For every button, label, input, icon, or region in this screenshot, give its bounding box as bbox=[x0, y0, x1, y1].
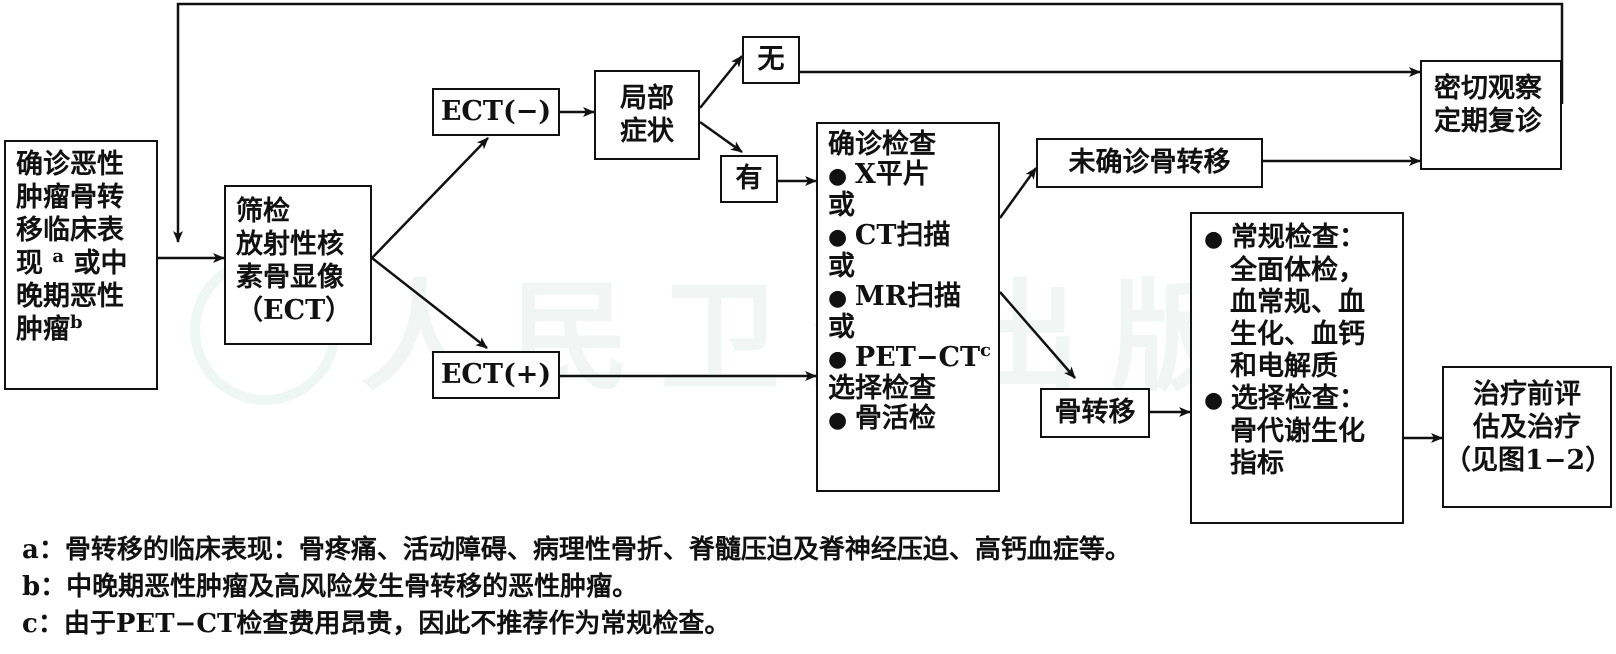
confirm-optional: 选择检查 bbox=[828, 373, 936, 404]
routine-tests-box: 常规检查： 全面体检， 血常规、血 生化、血钙 和电解质 选择检查： 骨代谢生化… bbox=[1190, 212, 1404, 524]
diagnosis-box: 确诊恶性 肿瘤骨转 移临床表 现 a 或中 晚期恶性 肿瘤b bbox=[4, 140, 158, 390]
confirm-tests-box: 确诊检查 X平片 或 CT扫描 或 MR扫描 或 PET−CTc 选择检查 骨活… bbox=[816, 122, 1000, 492]
footnote-a: a：骨转移的临床表现：骨疼痛、活动障碍、病理性骨折、脊髓压迫及脊神经压迫、高钙血… bbox=[22, 535, 1131, 565]
bone-metastasis-label: 骨转移 bbox=[1054, 397, 1136, 428]
treatment-box: 治疗前评 估及治疗 （见图1−2） bbox=[1442, 366, 1612, 508]
routine-head: 常规检查： bbox=[1204, 222, 1402, 255]
routine-line: 和电解质 bbox=[1230, 351, 1338, 382]
optional-line: 指标 bbox=[1230, 448, 1284, 479]
arrow-symptom-to-present bbox=[699, 120, 743, 154]
confirm-xray: X平片 bbox=[828, 160, 998, 191]
treatment-line: 估及治疗 bbox=[1473, 412, 1581, 443]
confirm-title: 确诊检查 bbox=[828, 129, 936, 160]
observe-line: 定期复诊 bbox=[1434, 106, 1542, 137]
routine-line: 生化、血钙 bbox=[1230, 319, 1365, 350]
footnote-c-mark: c bbox=[980, 340, 992, 361]
confirm-mr: MR扫描 bbox=[828, 282, 998, 313]
observe-line: 密切观察 bbox=[1434, 73, 1542, 104]
confirm-or: 或 bbox=[828, 251, 855, 282]
screening-line: 筛检 bbox=[236, 196, 290, 227]
ect-negative-box: ECT(−) bbox=[432, 88, 560, 136]
none-box: 无 bbox=[742, 36, 800, 84]
arrow-symptom-to-none bbox=[699, 55, 743, 109]
screening-line: 放射性核 bbox=[236, 229, 344, 260]
confirm-ct: CT扫描 bbox=[828, 221, 998, 252]
arrow-confirm-to-bone-meta bbox=[999, 291, 1076, 379]
ect-positive-box: ECT(+) bbox=[432, 351, 560, 399]
ect-positive-label: ECT(+) bbox=[440, 359, 552, 390]
none-label: 无 bbox=[757, 44, 785, 75]
arrow-observe-loop bbox=[173, 2, 1564, 243]
screening-line: （ECT） bbox=[236, 295, 353, 326]
confirm-biopsy: 骨活检 bbox=[828, 404, 998, 435]
screening-line: 素骨显像 bbox=[236, 262, 344, 293]
present-label: 有 bbox=[735, 163, 763, 194]
arrow-confirm-to-unconfirmed bbox=[998, 167, 1038, 219]
optional-head: 选择检查： bbox=[1204, 383, 1402, 416]
symptom-line: 症状 bbox=[620, 116, 674, 147]
diagnosis-line: 或中 bbox=[73, 248, 128, 279]
local-symptom-box: 局部 症状 bbox=[594, 70, 700, 160]
unconfirmed-box: 未确诊骨转移 bbox=[1036, 138, 1263, 188]
diagnosis-line: 肿瘤 bbox=[16, 314, 70, 345]
bone-metastasis-box: 骨转移 bbox=[1040, 388, 1150, 438]
arrow-screening-to-ect-pos bbox=[371, 257, 488, 349]
footnote-a-mark: a bbox=[52, 246, 65, 267]
ect-negative-label: ECT(−) bbox=[440, 96, 552, 127]
footnote-c: c：由于PET−CT检查费用昂贵，因此不推荐作为常规检查。 bbox=[22, 609, 731, 639]
confirm-pet: PET−CT bbox=[854, 342, 981, 373]
confirm-or: 或 bbox=[828, 312, 855, 343]
footnotes: a：骨转移的临床表现：骨疼痛、活动障碍、病理性骨折、脊髓压迫及脊神经压迫、高钙血… bbox=[22, 532, 1131, 643]
diagnosis-line: 肿瘤骨转 bbox=[16, 182, 124, 213]
routine-line: 全面体检， bbox=[1230, 255, 1365, 286]
diagnosis-line: 现 bbox=[16, 248, 43, 279]
present-box: 有 bbox=[720, 155, 778, 203]
diagnosis-line: 确诊恶性 bbox=[16, 149, 124, 180]
unconfirmed-label: 未确诊骨转移 bbox=[1068, 147, 1231, 178]
observe-box: 密切观察 定期复诊 bbox=[1420, 60, 1562, 170]
footnote-b-mark: b bbox=[70, 312, 83, 333]
treatment-line: （见图1−2） bbox=[1444, 445, 1613, 476]
confirm-or: 或 bbox=[828, 190, 855, 221]
treatment-line: 治疗前评 bbox=[1473, 379, 1581, 410]
routine-line: 血常规、血 bbox=[1230, 287, 1365, 318]
footnote-b: b：中晚期恶性肿瘤及高风险发生骨转移的恶性肿瘤。 bbox=[22, 572, 639, 602]
screening-box: 筛检 放射性核 素骨显像 （ECT） bbox=[224, 185, 372, 345]
arrow-screening-to-ect-neg bbox=[371, 137, 489, 259]
symptom-line: 局部 bbox=[620, 83, 674, 114]
diagnosis-line: 晚期恶性 bbox=[16, 281, 124, 312]
diagnosis-line: 移临床表 bbox=[16, 215, 124, 246]
optional-line: 骨代谢生化 bbox=[1230, 416, 1365, 447]
